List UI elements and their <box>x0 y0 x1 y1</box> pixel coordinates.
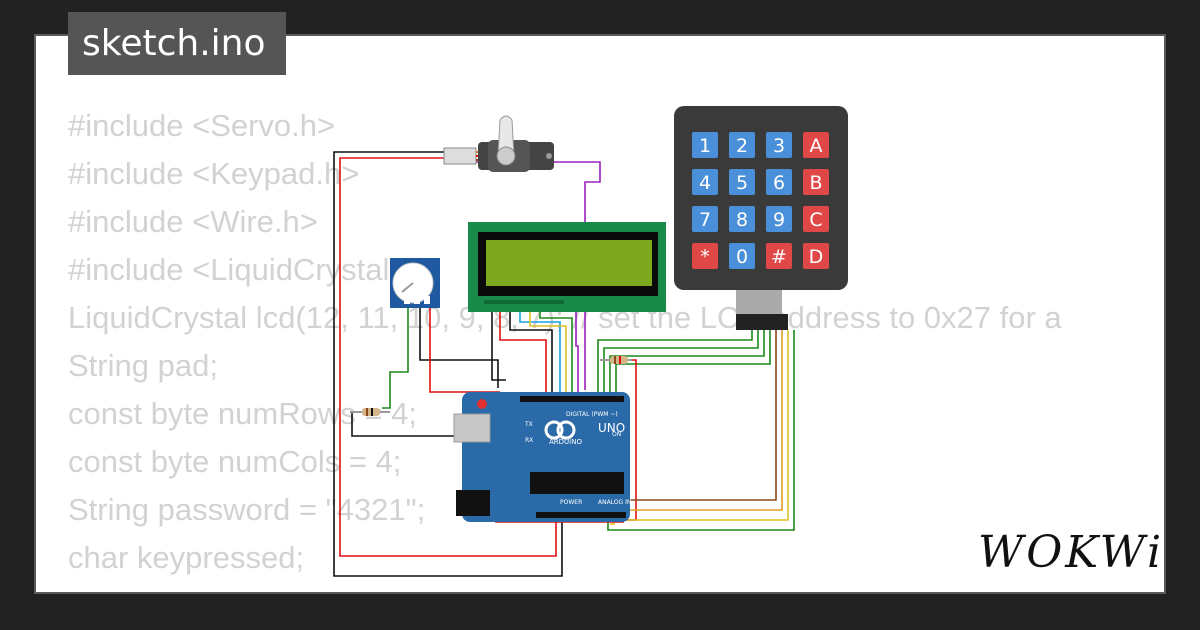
keypad-key-label: 0 <box>736 246 748 268</box>
keypad-key[interactable] <box>692 132 718 158</box>
keypad-key-label: 3 <box>773 135 785 157</box>
arduino-uno[interactable]: UNO ARDUINO DIGITAL (PWM ~) TX RX ON POW… <box>453 392 631 522</box>
keypad-key-label: # <box>771 246 787 268</box>
uno-label: UNO <box>598 421 625 435</box>
keypad-key[interactable] <box>692 206 718 232</box>
code-line: String password = "4321"; <box>68 492 426 527</box>
keypad-key[interactable] <box>729 206 755 232</box>
servo-motor[interactable] <box>443 115 554 172</box>
keypad-key-label: 1 <box>699 135 711 157</box>
keypad-key-label: 8 <box>736 209 748 231</box>
keypad-connector <box>736 314 788 330</box>
lcd-display[interactable] <box>468 222 666 312</box>
keypad-key[interactable] <box>803 243 829 269</box>
keypad-key-label: 4 <box>699 172 711 194</box>
keypad-key-label: C <box>809 209 822 231</box>
keypad-key[interactable] <box>766 243 792 269</box>
digital-label: DIGITAL (PWM ~) <box>566 411 618 418</box>
keypad-key-label: 6 <box>773 172 785 194</box>
keypad-key[interactable] <box>729 169 755 195</box>
code-line: #include <Keypad.h> <box>68 156 360 191</box>
file-name-tab[interactable]: sketch.ino <box>68 12 286 75</box>
keypad-key-label: * <box>700 246 710 268</box>
keypad-key[interactable] <box>729 132 755 158</box>
resistor[interactable] <box>600 356 632 364</box>
wokwi-logo: WOKWi <box>978 527 1165 578</box>
keypad[interactable]: 1 2 3 A 4 5 6 B 7 8 9 C * 0 # D <box>674 106 848 330</box>
resistor[interactable] <box>350 408 390 416</box>
keypad-key[interactable] <box>729 243 755 269</box>
keypad-key-label: 5 <box>736 172 748 194</box>
code-line: #include <Servo.h> <box>68 108 336 143</box>
keypad-key-label: D <box>809 246 824 268</box>
code-line: #include <Wire.h> <box>68 204 318 239</box>
code-line: const byte numCols = 4; <box>68 444 402 479</box>
code-line: char keymap[numRows][numCols] = <box>68 582 1062 592</box>
keypad-key[interactable] <box>766 206 792 232</box>
potentiometer[interactable] <box>390 258 440 308</box>
keypad-key-label: 2 <box>736 135 748 157</box>
keypad-key-label: 9 <box>773 209 785 231</box>
keypad-key[interactable] <box>803 206 829 232</box>
usb-port <box>453 413 491 443</box>
code-line: #include <LiquidCrystal.h> <box>68 252 434 287</box>
chip <box>530 472 624 494</box>
reset-button[interactable] <box>477 399 487 409</box>
keypad-key-label: 7 <box>699 209 711 231</box>
power-label: POWER <box>560 499 582 506</box>
keypad-ribbon <box>736 290 782 314</box>
keypad-key[interactable] <box>766 169 792 195</box>
tx-label: TX <box>524 421 533 428</box>
analog-label: ANALOG IN <box>598 499 631 506</box>
on-label: ON <box>612 431 621 438</box>
keypad-key[interactable] <box>766 132 792 158</box>
keypad-key-label: B <box>809 172 822 194</box>
code-line: char keypressed; <box>68 540 305 575</box>
keypad-key[interactable] <box>692 243 718 269</box>
keypad-key-label: A <box>810 135 823 157</box>
rx-label: RX <box>525 437 533 444</box>
keypad-key[interactable] <box>692 169 718 195</box>
power-jack <box>456 490 490 516</box>
arduino-label: ARDUINO <box>549 438 582 446</box>
keypad-key[interactable] <box>803 132 829 158</box>
code-line: const byte numRows = 4; <box>68 396 417 431</box>
servo-connector <box>443 147 477 165</box>
keypad-key[interactable] <box>803 169 829 195</box>
code-line: String pad; <box>68 348 218 383</box>
